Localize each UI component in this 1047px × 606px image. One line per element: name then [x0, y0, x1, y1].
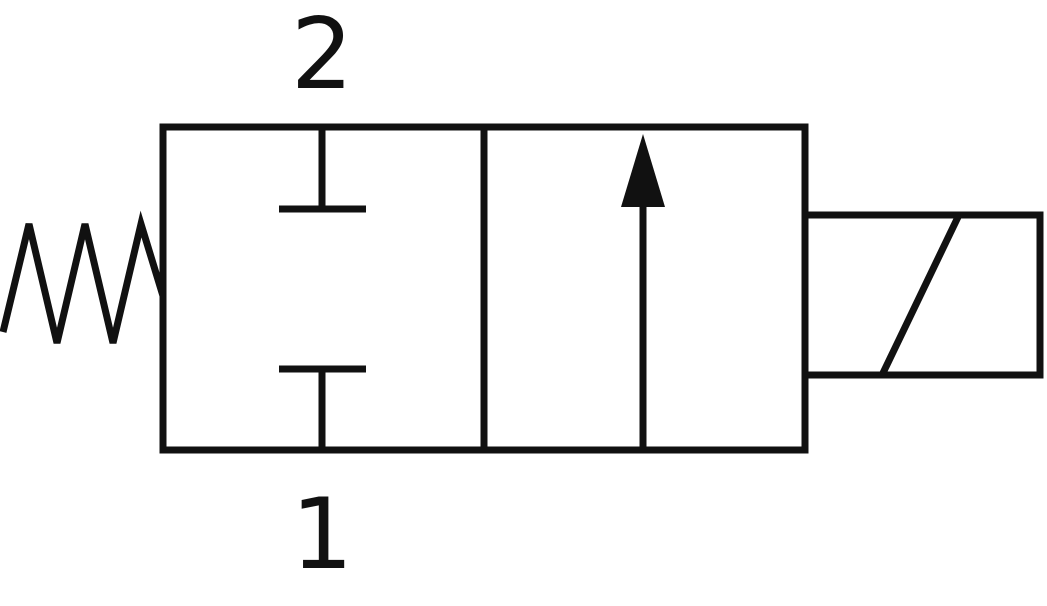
port-label-1: 1 — [291, 478, 353, 592]
flow-arrow-head — [621, 134, 665, 207]
solenoid-diagonal — [879, 215, 962, 375]
solenoid-box — [801, 211, 1044, 379]
port-label-2: 2 — [291, 0, 353, 112]
valve-body — [159, 123, 809, 454]
spring-icon — [0, 210, 167, 344]
solenoid-actuator-icon — [801, 211, 1044, 379]
blocked-ports-icon — [279, 127, 366, 450]
flow-path-arrow-icon — [621, 134, 665, 450]
